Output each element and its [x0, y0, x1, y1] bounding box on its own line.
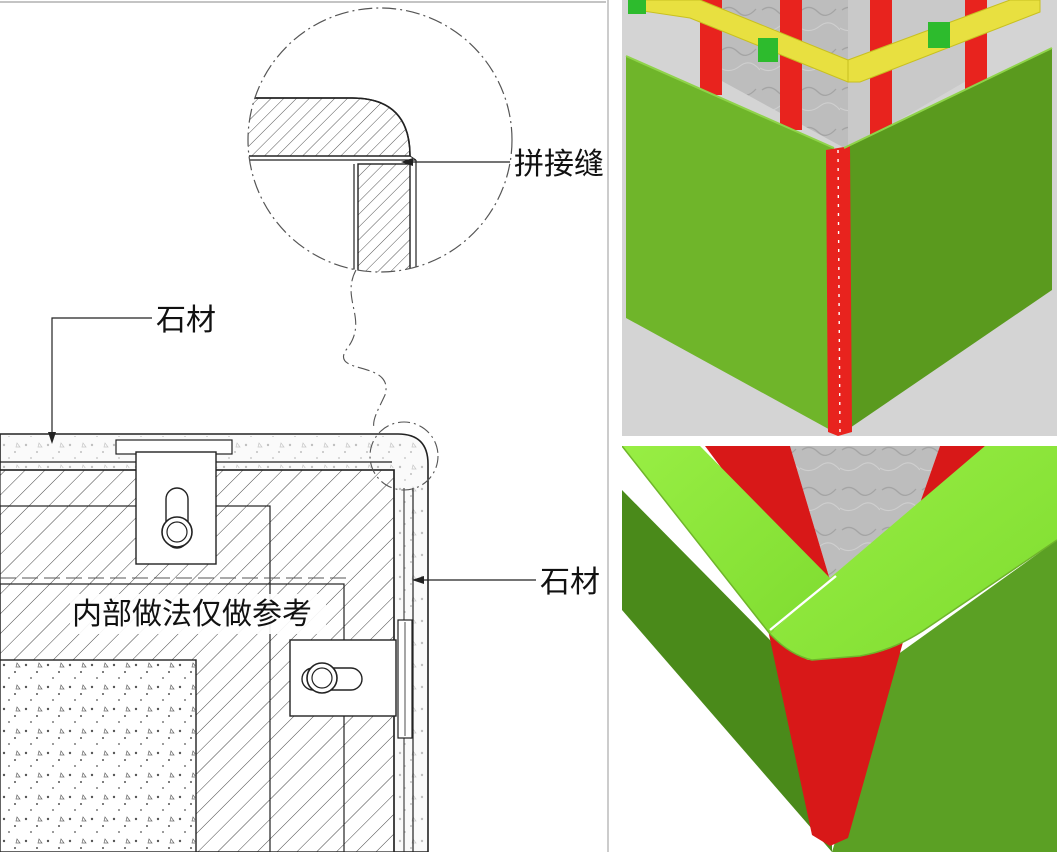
joint-label: 拼接缝 [514, 147, 604, 182]
render-corner-top-view [622, 446, 1057, 852]
stone-top-leader: 石材 [48, 303, 216, 444]
stone-cladding-section [0, 433, 429, 852]
magnifier-connector [343, 269, 387, 429]
magnified-joint-detail [247, 7, 513, 273]
interior-note: 内部做法仅做参考 [72, 597, 312, 632]
joint-leader: 拼接缝 [401, 147, 604, 182]
render-column-corner-view [622, 0, 1057, 436]
cad-detail-drawing: 拼接缝 [0, 0, 609, 852]
stone-top-label: 石材 [156, 303, 216, 338]
stone-right-leader: 石材 [412, 565, 600, 600]
stone-right-label: 石材 [540, 565, 600, 600]
joint-callout-circle [369, 421, 439, 491]
